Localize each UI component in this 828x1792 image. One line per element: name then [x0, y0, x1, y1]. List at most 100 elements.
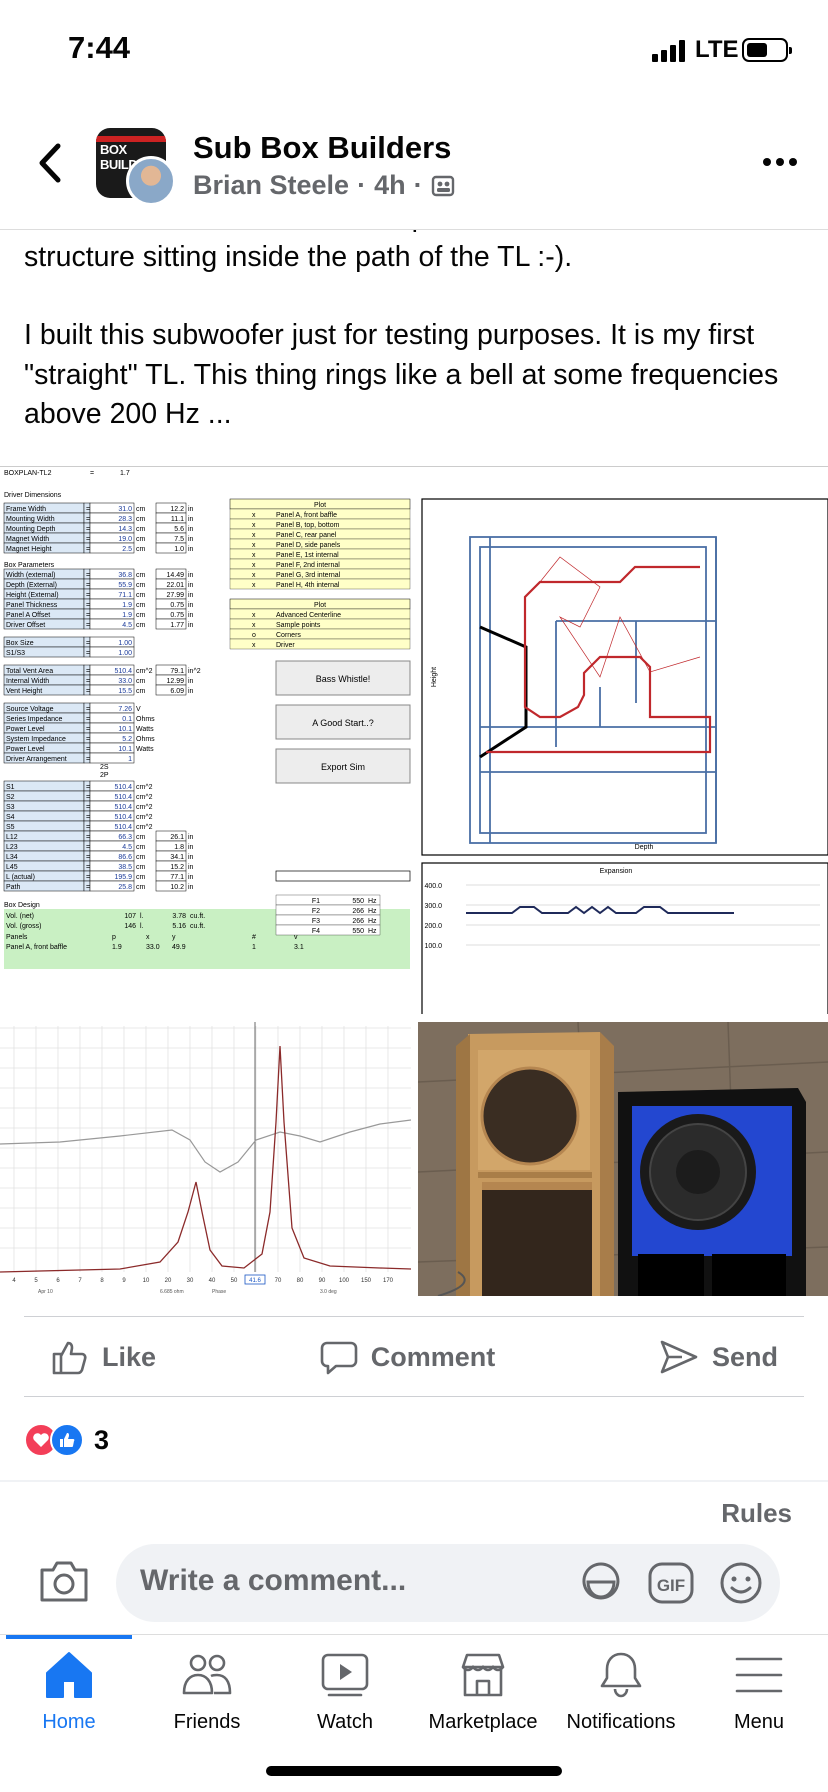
sheet-unit: in [188, 688, 194, 695]
sheet-eq: = [86, 746, 90, 753]
sheet-design-head: # [252, 934, 256, 941]
sheet-unit: Ohms [136, 736, 155, 743]
sheet-eq: = [86, 864, 90, 871]
sheet-unit: in^2 [188, 668, 201, 675]
sheet-freq-label: F2 [312, 908, 320, 915]
author-avatar[interactable] [126, 156, 176, 206]
sheet-unit: in [188, 834, 194, 841]
sheet-row-label: Mounting Width [6, 516, 55, 523]
sheet-unit: Hz [368, 928, 377, 935]
sheet-row-label: L34 [6, 854, 18, 861]
sheet-plot-label: Sample points [276, 622, 321, 629]
comment-button[interactable]: Comment [293, 1337, 522, 1377]
sheet-unit: cm [136, 874, 146, 881]
reactions-summary[interactable]: 3 [24, 1420, 109, 1460]
sheet-eq: = [86, 824, 90, 831]
sheet-value: 107 [124, 913, 136, 920]
reaction-count: 3 [94, 1424, 110, 1455]
sheet-unit: l. [140, 913, 144, 920]
sheet-eq: = [86, 650, 90, 657]
tab-marketplace[interactable]: Marketplace [414, 1649, 552, 1734]
tab-label: Watch [317, 1711, 373, 1733]
sheet-value-cell [155, 542, 187, 554]
sheet-row-label: L12 [6, 834, 18, 841]
sheet-row-label: Frame Width [6, 506, 46, 513]
sheet-eq: = [86, 756, 90, 763]
tab-label: Friends [173, 1711, 241, 1733]
sheet-row-label: S4 [6, 814, 15, 821]
group-privacy-icon [431, 175, 454, 196]
comment-placeholder: Write a comment... [140, 1564, 407, 1597]
sheet-plot-mark: x [252, 642, 256, 649]
tab-notifications[interactable]: Notifications [552, 1649, 690, 1734]
tab-watch[interactable]: Watch [276, 1649, 414, 1734]
tab-friends[interactable]: Friends [138, 1649, 276, 1734]
sheet-unit: Hz [368, 908, 377, 915]
more-options-icon[interactable] [762, 152, 798, 172]
sheet-unit: in [188, 592, 194, 599]
post-image-frequency-response[interactable]: 45678910203040506070809010015017041.6Apr… [0, 1022, 411, 1296]
sheet-plot-title: Plot [314, 502, 326, 509]
like-button[interactable]: Like [24, 1337, 182, 1377]
tab-menu[interactable]: Menu [690, 1649, 828, 1734]
sheet-unit: cm [136, 854, 146, 861]
response-x-tick: 20 [165, 1278, 172, 1284]
comment-input[interactable]: Write a comment... GIF [116, 1544, 780, 1622]
sheet-value: 25.8 [118, 884, 132, 891]
sheet-plot-title: Plot [314, 602, 326, 609]
response-phase-line [0, 1119, 411, 1173]
sheet-freq-value: 550 [352, 898, 364, 905]
sheet-value: 33.0 [118, 678, 132, 685]
sheet-design-head: x [146, 934, 150, 941]
rules-link[interactable]: Rules [721, 1498, 792, 1528]
sheet-plot-label: Corners [276, 632, 301, 639]
sheet-eq: = [86, 726, 90, 733]
sheet-eq: = [90, 470, 94, 477]
sheet-unit: cm [136, 546, 146, 553]
sheet-design-head: v [294, 934, 298, 941]
sheet-label-cell [3, 780, 85, 792]
sheet-plot-mark: x [252, 522, 256, 529]
sheet-value: 79.1 [170, 668, 184, 675]
network-label: LTE [695, 36, 739, 63]
tab-label: Notifications [566, 1711, 676, 1733]
sheet-value: 38.5 [118, 864, 132, 871]
emoji-icon[interactable] [716, 1558, 766, 1608]
post-image-subwoofer-photo[interactable] [418, 1022, 828, 1296]
post-meta: Brian Steele · 4h · [193, 170, 455, 201]
sheet-value-cell [89, 752, 135, 764]
sheet-unit: in [188, 854, 194, 861]
post-header: BOX BUILDERS Sub Box Builders Brian Stee… [0, 100, 828, 230]
send-button[interactable]: Send [632, 1337, 804, 1377]
comment-icon [320, 1341, 358, 1375]
post-time[interactable]: 4h [374, 170, 406, 200]
tab-home[interactable]: Home [0, 1649, 138, 1734]
sheet-value: 36.8 [118, 572, 132, 579]
camera-icon[interactable] [38, 1558, 90, 1604]
sheet-unit: in [188, 506, 194, 513]
sheet-unit: cu.ft. [190, 923, 205, 930]
sheet-expansion-frame [421, 862, 828, 1014]
response-legend: Apr 10 [38, 1289, 53, 1295]
sheet-plot-mark: x [252, 542, 256, 549]
sheet-unit: in [188, 526, 194, 533]
sheet-unit: cm [136, 602, 146, 609]
avatar-sticker-icon[interactable] [576, 1558, 626, 1608]
sheet-value-cell [155, 880, 187, 892]
sheet-plot-row [229, 578, 411, 590]
group-name[interactable]: Sub Box Builders [193, 130, 452, 165]
sheet-design-cell: 49.9 [172, 944, 186, 951]
like-label: Like [102, 1341, 157, 1372]
sheet-eq: = [86, 844, 90, 851]
sheet-freq-row [275, 914, 381, 926]
sheet-plot-row [229, 638, 411, 650]
sheet-row-label: Depth (External) [6, 582, 57, 589]
back-arrow-icon[interactable] [32, 138, 68, 188]
gif-icon[interactable]: GIF [646, 1558, 696, 1608]
sheet-eq: = [86, 536, 90, 543]
sheet-row-label: Panel Thickness [6, 602, 58, 609]
sheet-design-cell: 1 [252, 944, 256, 951]
author-name[interactable]: Brian Steele [193, 170, 350, 200]
sheet-freq-value: 266 [352, 908, 364, 915]
